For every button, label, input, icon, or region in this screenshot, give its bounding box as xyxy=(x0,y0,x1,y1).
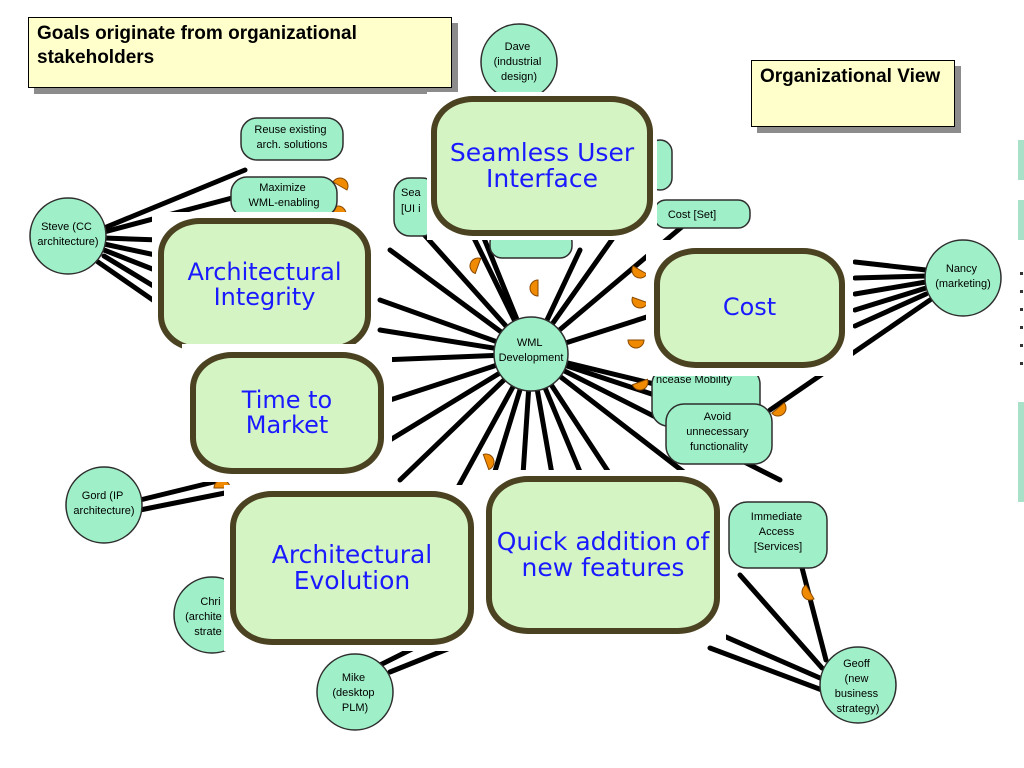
svg-text:WML Development: WML Development xyxy=(499,337,564,364)
overlay-quick-addition[interactable]: Quick addition of new features xyxy=(480,470,726,640)
svg-text:Reuse existing arch. sol: Reuse existing arch. solutions xyxy=(254,124,329,151)
actor-mike[interactable]: Mike (desktop PLM) xyxy=(316,653,394,731)
softgoal-avoid-unnecessary[interactable]: Avoid unnecessary functionality xyxy=(665,403,773,465)
dependency-link xyxy=(852,291,929,329)
callout-organizational-view: Organizational View xyxy=(751,60,955,127)
overlay-cost[interactable]: Cost xyxy=(646,240,853,376)
right-edge-fragment xyxy=(1018,402,1024,502)
softgoal-maximize-wml[interactable]: Maximize WML-enabling xyxy=(230,176,338,218)
contribution-marker xyxy=(771,402,787,417)
dependency-link xyxy=(797,557,829,663)
svg-text:Steve (CC architecture): Steve (CC architecture) xyxy=(37,221,98,248)
svg-text:Mike (desktop PLM): Mike (desktop PLM) xyxy=(332,672,377,714)
actor-steve[interactable]: Steve (CC architecture) xyxy=(29,197,107,275)
callout-goals-originate: Goals originate from organizational stak… xyxy=(28,17,452,88)
dependency-link xyxy=(101,235,163,243)
svg-text:Maximize WML-enabling: Maximize WML-enabling xyxy=(249,182,320,209)
overlay-seamless-user-interface[interactable]: Seamless User Interface xyxy=(427,92,657,240)
dependency-link xyxy=(852,285,929,313)
svg-text:Gord (IP architecture): Gord (IP architecture) xyxy=(73,490,134,517)
dependency-link xyxy=(101,253,163,293)
overlay-time-to-market[interactable]: Time to Market xyxy=(182,344,392,482)
dependency-link xyxy=(852,259,929,273)
right-edge-dot xyxy=(1020,290,1023,293)
svg-text:Sea [UI i: Sea [UI i xyxy=(401,187,424,215)
svg-text:Dave (industrial d: Dave (industrial design) xyxy=(494,41,545,83)
softgoal-cost-set[interactable]: Cost [Set] xyxy=(653,199,751,229)
cost-label: Cost xyxy=(654,248,845,368)
contribution-marker xyxy=(529,279,539,297)
right-edge-fragment xyxy=(1018,200,1024,240)
center-node-wml-development[interactable]: WML Development xyxy=(493,316,569,392)
dependency-link xyxy=(101,241,163,259)
actor-gord[interactable]: Gord (IP architecture) xyxy=(65,466,143,544)
right-edge-dot xyxy=(1020,272,1023,275)
overlay-architectural-evolution[interactable]: Architectural Evolution xyxy=(224,485,480,651)
dependency-link xyxy=(737,572,825,671)
svg-text:Cost [Set]: Cost [Set] xyxy=(668,209,716,221)
right-edge-dot xyxy=(1020,344,1023,347)
contribution-marker xyxy=(631,378,649,391)
dependency-link xyxy=(852,273,929,281)
actor-geoff[interactable]: Geoff (new business strategy) xyxy=(819,646,897,724)
right-edge-dot xyxy=(1020,308,1023,311)
svg-text:ncease Mobility: ncease Mobility xyxy=(656,374,732,386)
dependency-link xyxy=(95,259,163,308)
svg-text:Geoff (new busines: Geoff (new business strategy) xyxy=(835,658,881,715)
contribution-marker xyxy=(627,339,645,349)
right-edge-dot xyxy=(1020,362,1023,365)
seamless-ui-label: Seamless User Interface xyxy=(431,96,653,236)
softgoal-immediate-access[interactable]: Immediate Access [Services] xyxy=(728,501,828,569)
svg-text:Chri (archite stra: Chri (archite strate xyxy=(185,596,225,638)
contribution-marker xyxy=(482,453,495,471)
dependency-link xyxy=(101,247,163,275)
time-to-market-label: Time to Market xyxy=(190,352,384,474)
right-edge-dot xyxy=(1020,326,1023,329)
svg-text:Immediate Access [: Immediate Access [Services] xyxy=(751,511,805,553)
dependency-link xyxy=(707,645,825,693)
softgoal-reuse-existing[interactable]: Reuse existing arch. solutions xyxy=(240,117,344,161)
dependency-link xyxy=(707,627,823,681)
dependency-link xyxy=(101,167,248,231)
actor-nancy[interactable]: Nancy (marketing) xyxy=(924,239,1002,317)
contribution-marker xyxy=(332,177,349,191)
contribution-marker xyxy=(469,257,482,275)
dependency-link xyxy=(852,279,929,297)
actor-dave[interactable]: Dave (industrial design) xyxy=(480,23,558,101)
contribution-marker xyxy=(631,296,649,309)
contribution-marker xyxy=(801,584,815,601)
contribution-marker xyxy=(631,265,648,279)
arch-evolution-label: Architectural Evolution xyxy=(230,491,474,645)
arch-integrity-label: Architectural Integrity xyxy=(158,218,371,352)
svg-text:Nancy (marketing): Nancy (marketing) xyxy=(935,263,991,290)
quick-addition-label: Quick addition of new features xyxy=(486,476,720,634)
right-edge-fragment xyxy=(1018,140,1024,180)
dependency-link xyxy=(137,489,233,513)
svg-text:Avoid unnecessary: Avoid unnecessary functionality xyxy=(686,411,751,453)
overlay-architectural-integrity[interactable]: Architectural Integrity xyxy=(152,212,377,358)
